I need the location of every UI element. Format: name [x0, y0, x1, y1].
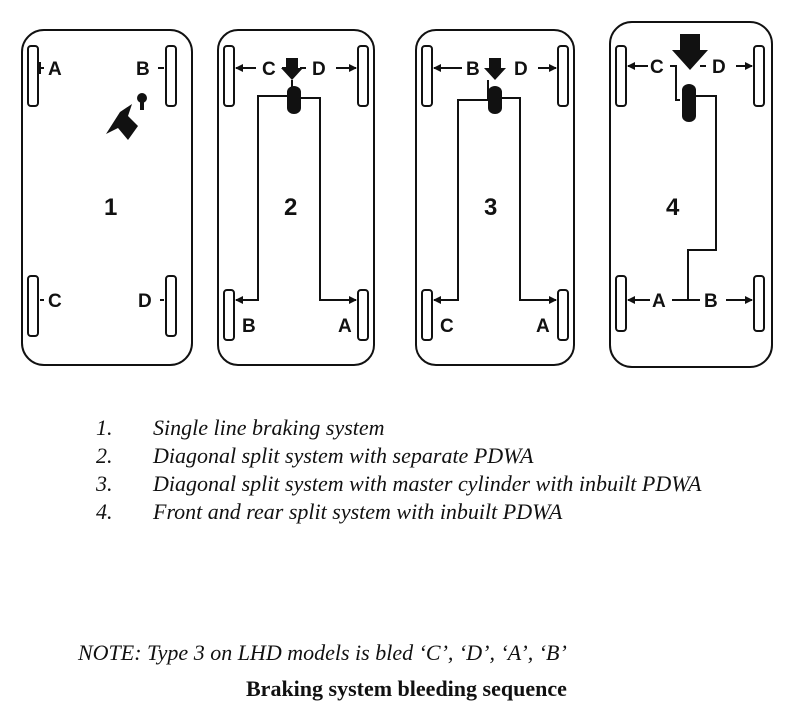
bleed-arrow-icon: [672, 34, 708, 70]
legend-number: 2.: [96, 443, 113, 468]
wheel-front-right: [753, 45, 765, 107]
legend-text: Single line braking system: [153, 415, 385, 440]
car-body: [21, 29, 193, 366]
label-rear-right: A: [536, 316, 550, 337]
legend-item: 2. Diagonal split system with separate P…: [96, 444, 756, 468]
panel-3: B D C A 3: [415, 29, 575, 366]
label-front-right: D: [514, 59, 528, 80]
legend: 1. Single line braking system 2. Diagona…: [96, 416, 756, 528]
legend-number: 4.: [96, 499, 113, 524]
wheel-rear-left: [27, 275, 39, 337]
label-front-left: B: [466, 59, 480, 80]
bleed-arrow-icon: [106, 104, 138, 140]
label-front-right: B: [136, 59, 150, 80]
master-cylinder: [137, 93, 147, 110]
car-body: [415, 29, 575, 366]
wheel-rear-right: [557, 289, 569, 341]
note: NOTE: Type 3 on LHD models is bled ‘C’, …: [78, 640, 567, 665]
panel-number: 3: [484, 194, 497, 221]
wheel-front-right: [165, 45, 177, 107]
label-front-left: C: [650, 57, 664, 78]
bleeding-diagram: A B C D 1 C D B: [21, 21, 773, 368]
panel-4: C D A B 4: [609, 21, 773, 368]
wheel-front-left: [27, 45, 39, 107]
master-cylinder: [488, 86, 502, 114]
legend-item: 3. Diagonal split system with master cyl…: [96, 472, 756, 496]
label-front-left: A: [48, 59, 62, 80]
car-body: [217, 29, 375, 366]
label-rear-left: C: [48, 291, 62, 312]
legend-text: Diagonal split system with master cylind…: [153, 471, 702, 496]
label-front-right: D: [312, 59, 326, 80]
label-rear-right: B: [704, 291, 718, 312]
figure-caption: Braking system bleeding sequence: [246, 676, 567, 701]
legend-number: 1.: [96, 415, 113, 440]
wheel-rear-right: [753, 275, 765, 332]
panel-1: A B C D 1: [21, 29, 193, 366]
legend-item: 1. Single line braking system: [96, 416, 756, 440]
wheel-rear-right: [357, 289, 369, 341]
label-front-right: D: [712, 57, 726, 78]
wheel-front-left: [615, 45, 627, 107]
wheel-front-left: [421, 45, 433, 107]
panel-number: 1: [104, 194, 117, 221]
wheel-front-right: [357, 45, 369, 107]
wheel-front-left: [223, 45, 235, 107]
panel-2: C D B A 2: [217, 29, 375, 366]
master-cylinder: [287, 86, 301, 114]
bleed-arrow-icon: [281, 58, 303, 80]
legend-number: 3.: [96, 471, 113, 496]
label-rear-right: D: [138, 291, 152, 312]
legend-text: Front and rear split system with inbuilt…: [153, 499, 563, 524]
label-rear-left: B: [242, 316, 256, 337]
bleed-arrow-icon: [484, 58, 506, 80]
wheel-rear-left: [615, 275, 627, 332]
label-rear-right: A: [338, 316, 352, 337]
wheel-rear-right: [165, 275, 177, 337]
wheel-rear-left: [421, 289, 433, 341]
label-front-left: C: [262, 59, 276, 80]
wheel-rear-left: [223, 289, 235, 341]
master-cylinder: [682, 84, 696, 122]
panel-number: 4: [666, 194, 680, 221]
legend-text: Diagonal split system with separate PDWA: [153, 443, 534, 468]
legend-item: 4. Front and rear split system with inbu…: [96, 500, 756, 524]
panel-number: 2: [284, 194, 297, 221]
label-rear-left: C: [440, 316, 454, 337]
wheel-front-right: [557, 45, 569, 107]
label-rear-left: A: [652, 291, 666, 312]
car-body: [609, 21, 773, 368]
